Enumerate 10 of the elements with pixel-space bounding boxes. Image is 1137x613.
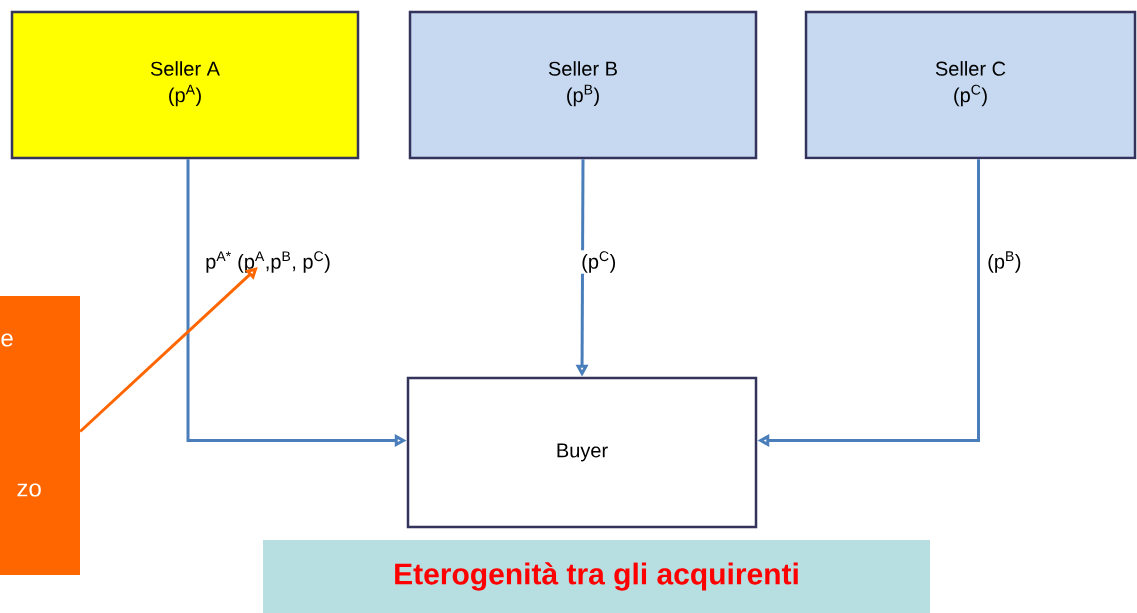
seller-box: Seller A (p$^{A}$): [10, 10, 360, 160]
note-box: e zo: [0, 296, 80, 575]
arrow: [79, 267, 258, 433]
buyer-box: Buyer: [406, 376, 758, 529]
edge-label: (p$^{C}$): [580, 250, 618, 274]
edge-label: (p$^{B}$): [986, 250, 1023, 274]
seller-box: Seller C (p$^{C}$): [804, 10, 1137, 160]
heading-band: Eterogenità tra gli acquirenti: [263, 540, 930, 613]
formula-text: p$^{A*}$ (p$^{A}$,p$^{B}$, p$^{C}$): [206, 251, 330, 273]
seller-box: Seller B (p$^{B}$): [408, 10, 758, 160]
